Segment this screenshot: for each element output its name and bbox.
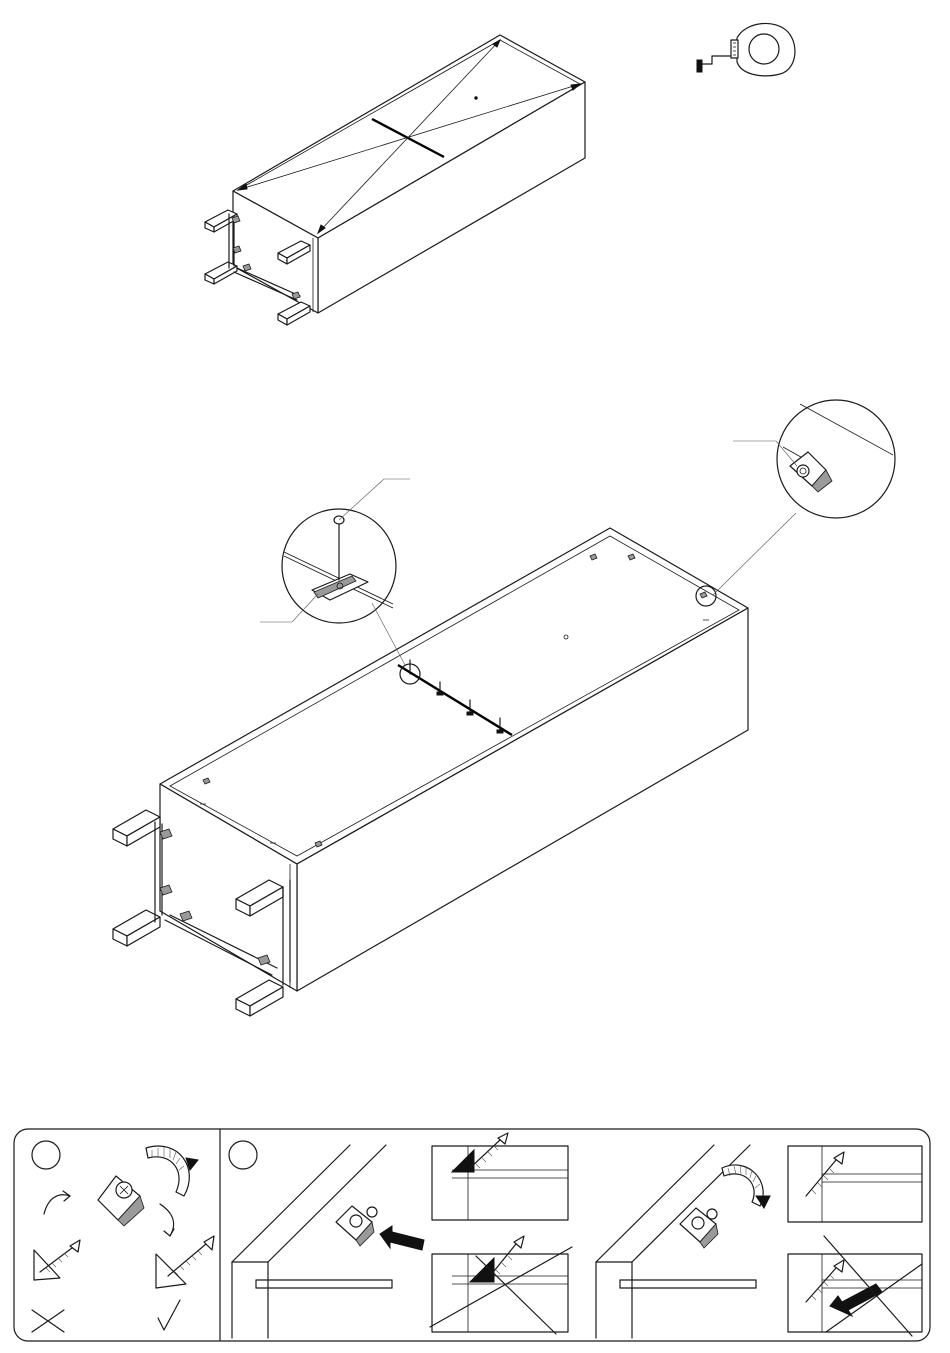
cross-mark-icon (430, 1247, 572, 1334)
check-mark-icon (158, 1300, 180, 1330)
cam-turning-step (596, 1145, 770, 1338)
correct-screw-detail (788, 1146, 922, 1222)
back-panel-fixing-panel (113, 400, 895, 1016)
screw-orientation-guide (32, 1146, 214, 1332)
step-marker-1 (32, 1141, 60, 1169)
cross-mark-icon (32, 1310, 64, 1332)
wrong-screw-detail (788, 1236, 922, 1336)
tape-measure-icon (697, 23, 795, 75)
wrong-screw-detail (430, 1236, 572, 1334)
step-marker-2 (229, 1141, 257, 1169)
cam-insertion-step (232, 1145, 424, 1338)
cam-lock-instructions-panel (14, 1129, 930, 1341)
screw-icon (692, 1217, 704, 1229)
cam-fitting-detail (713, 400, 895, 595)
correct-screw-detail (432, 1133, 568, 1220)
screw-icon (350, 1215, 362, 1227)
connector-plate-detail (260, 479, 410, 665)
arrow-icon (380, 1226, 424, 1250)
diagonal-measure-panel (205, 35, 585, 325)
